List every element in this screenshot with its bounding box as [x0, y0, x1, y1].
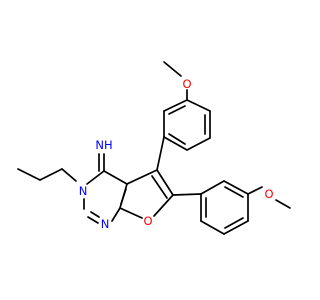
- bond: [200, 220, 225, 235]
- atom-label-imine-nh: NH: [95, 138, 112, 152]
- bond: [163, 136, 188, 151]
- bonds: [17, 61, 291, 235]
- bond: [153, 194, 174, 217]
- bond: [186, 137, 211, 151]
- bond: [90, 211, 100, 218]
- bond: [168, 105, 186, 115]
- bond: [119, 207, 143, 219]
- atom-label-oxygen: O: [264, 187, 273, 201]
- bond: [200, 180, 225, 195]
- bond: [120, 188, 127, 205]
- bond: [163, 99, 188, 112]
- molecule-structure: O O NH N N O: [17, 61, 291, 235]
- bond: [126, 169, 158, 185]
- bond: [17, 168, 41, 181]
- bond: [275, 199, 291, 209]
- atom-label-oxygen: O: [143, 214, 152, 228]
- bond: [156, 136, 165, 171]
- atom-label-nitrogen: N: [79, 184, 88, 198]
- bond: [223, 180, 249, 195]
- bond: [39, 168, 63, 181]
- bond: [168, 133, 186, 145]
- bond: [87, 216, 99, 224]
- structure-canvas: O O NH N N O: [17, 61, 291, 235]
- bond: [61, 168, 77, 182]
- bond: [247, 186, 263, 195]
- bond: [224, 217, 244, 229]
- bond: [186, 99, 211, 112]
- bond: [163, 61, 182, 77]
- bond: [172, 193, 202, 196]
- bond: [223, 220, 249, 235]
- atom-label-nitrogen: N: [101, 217, 110, 231]
- atom-label-oxygen: O: [182, 77, 191, 91]
- bond: [224, 186, 244, 198]
- bond: [103, 170, 128, 185]
- bond: [86, 170, 105, 185]
- atom-labels: O O NH N N O: [79, 77, 274, 231]
- bond: [111, 207, 121, 222]
- bond: [151, 175, 168, 199]
- bond: [156, 169, 174, 196]
